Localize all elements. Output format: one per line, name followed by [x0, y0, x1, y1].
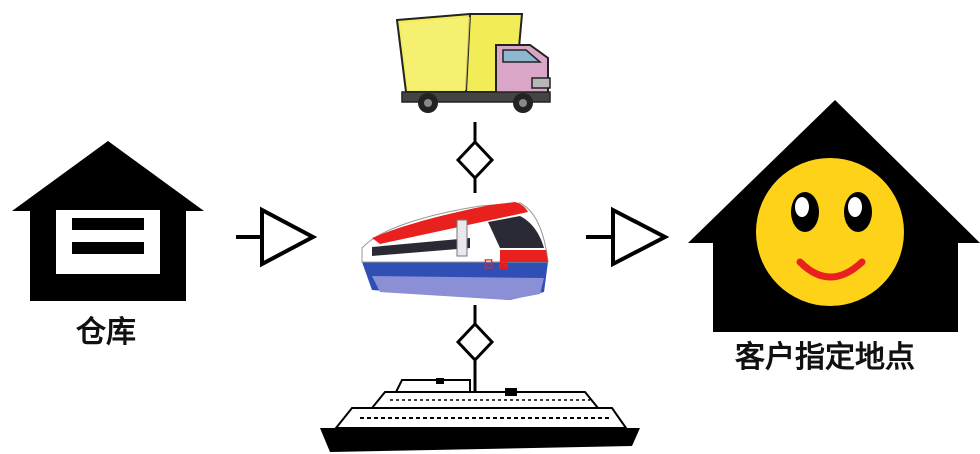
- smiley-house-icon: [688, 100, 980, 332]
- connector-train-ship: [455, 305, 495, 408]
- train-icon: 日 昌: [361, 202, 549, 300]
- warehouse-house-icon: [12, 141, 204, 301]
- customer-location-label: 客户指定地点: [735, 340, 915, 375]
- arrow-transport-to-customer: [586, 206, 670, 268]
- connector-truck-train: [455, 122, 495, 193]
- ship-icon: [320, 378, 640, 452]
- arrow-warehouse-to-transport: [236, 206, 318, 268]
- warehouse-label: 仓库: [76, 315, 136, 350]
- train-text: 日 昌: [483, 258, 509, 271]
- truck-icon: [395, 13, 551, 113]
